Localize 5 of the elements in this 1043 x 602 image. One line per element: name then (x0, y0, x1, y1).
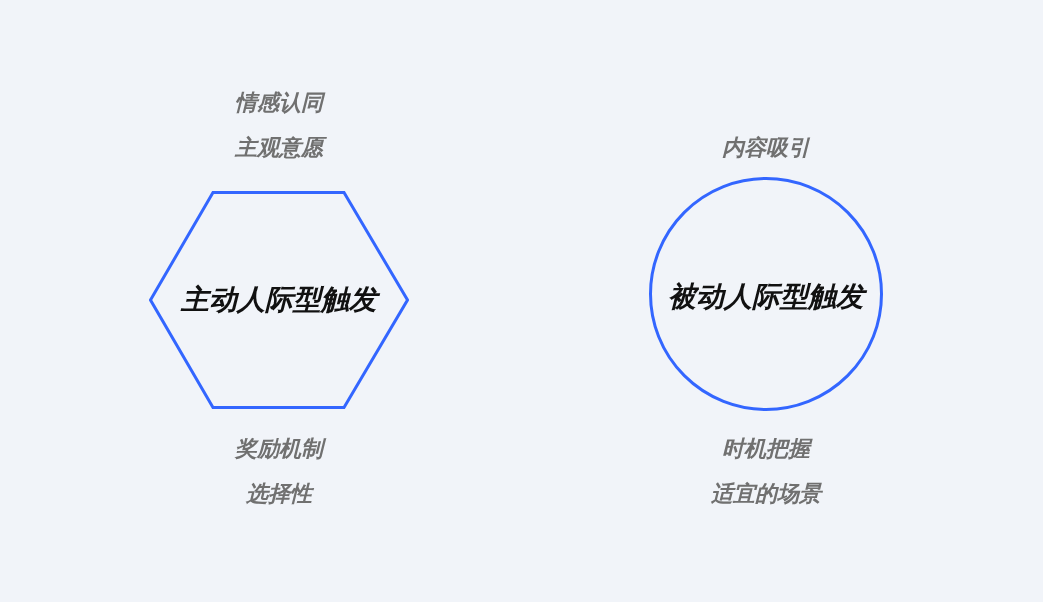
caption-text: 内容吸引 (722, 134, 810, 162)
circle-node (649, 177, 883, 411)
caption-text: 选择性 (246, 480, 312, 508)
caption-text: 适宜的场景 (711, 480, 821, 508)
hexagon-node (149, 191, 409, 409)
